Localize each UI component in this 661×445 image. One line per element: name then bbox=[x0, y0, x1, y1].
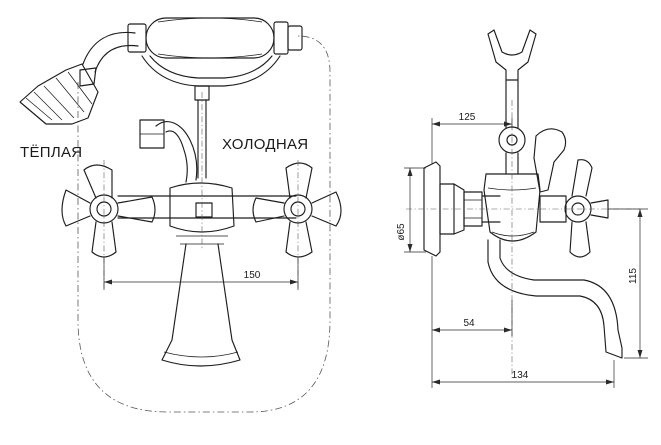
dim-center-distance: 150 bbox=[244, 270, 261, 281]
side-lever bbox=[533, 128, 567, 193]
side-view: 125 ø65 54 134 bbox=[396, 29, 648, 388]
label-warm: ТЁПЛАЯ bbox=[20, 144, 82, 161]
label-cold: ХОЛОДНАЯ bbox=[222, 136, 308, 153]
shower-cradle bbox=[487, 29, 537, 81]
hand-shower bbox=[19, 31, 139, 125]
dimension-d65: ø65 bbox=[396, 167, 426, 253]
dim-flange-diameter: ø65 bbox=[396, 223, 407, 241]
dimension-115: 115 bbox=[608, 208, 648, 359]
shower-swing-envelope bbox=[77, 35, 331, 413]
mixer-body bbox=[117, 182, 297, 245]
dimension-125: 125 bbox=[431, 112, 513, 164]
spout-front bbox=[161, 243, 241, 367]
right-cross-handle bbox=[252, 162, 342, 258]
dimension-134: 134 bbox=[432, 360, 615, 388]
dim-spout-reach: 134 bbox=[512, 370, 529, 381]
diverter-lever bbox=[139, 119, 198, 183]
dim-wall-to-spout: 54 bbox=[463, 318, 475, 329]
dimension-54: 54 bbox=[431, 256, 513, 388]
left-cross-handle bbox=[61, 164, 156, 258]
dim-spout-height: 115 bbox=[628, 268, 639, 284]
dimension-150: 150 bbox=[103, 258, 299, 290]
side-cross-handle bbox=[539, 159, 609, 258]
shower-handset bbox=[127, 17, 303, 179]
dim-depth-top: 125 bbox=[459, 112, 476, 123]
front-view: 150 ТЁПЛАЯ ХОЛОДНАЯ bbox=[19, 17, 342, 413]
spout-side bbox=[487, 239, 623, 359]
